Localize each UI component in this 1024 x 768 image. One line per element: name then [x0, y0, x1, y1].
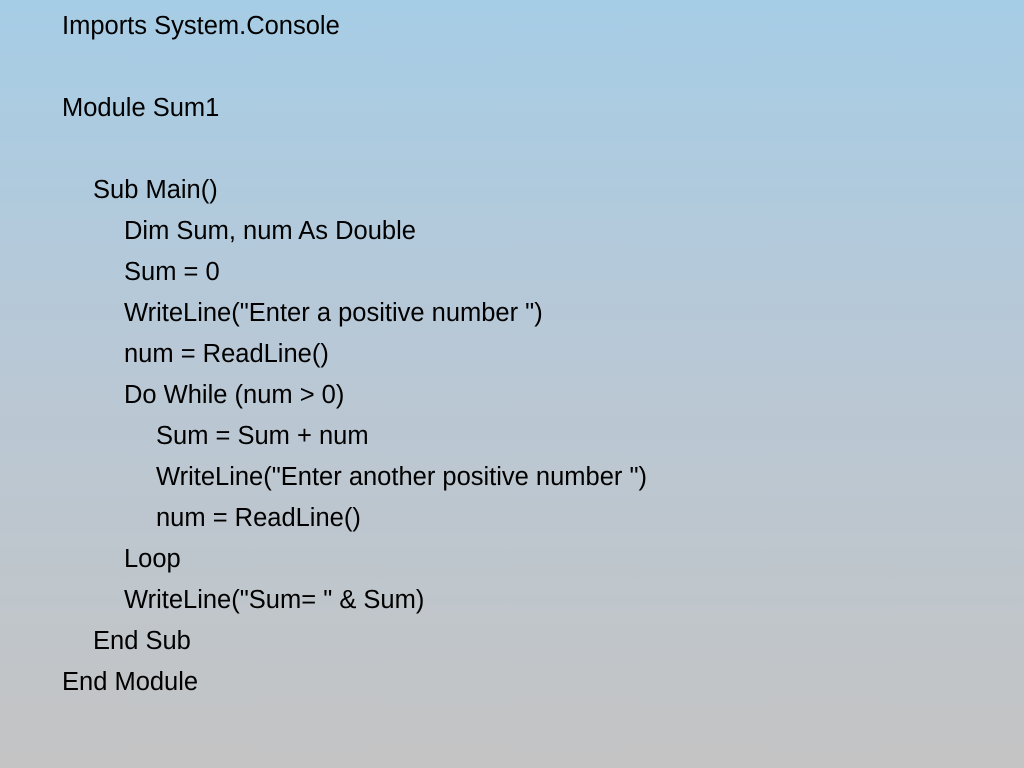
code-line-readline-loop: num = ReadLine() [156, 504, 361, 532]
code-line-sum-add: Sum = Sum + num [156, 422, 369, 450]
code-line-sub-main: Sub Main() [93, 176, 218, 204]
code-line-blank [62, 47, 647, 88]
code-line-imports: Imports System.Console [62, 12, 340, 40]
code-line-readline: num = ReadLine() [124, 340, 329, 368]
code-listing: Imports System.Console Module Sum1 Sub M… [62, 6, 647, 703]
code-line-writeline-prompt: WriteLine("Enter a positive number ") [124, 299, 543, 327]
code-line-writeline-another: WriteLine("Enter another positive number… [156, 463, 648, 491]
code-line-writeline-sum: WriteLine("Sum= " & Sum) [124, 586, 425, 614]
code-line-do-while: Do While (num > 0) [124, 381, 345, 409]
code-line-end-sub: End Sub [93, 627, 191, 655]
code-line-blank [62, 129, 647, 170]
code-line-end-module: End Module [62, 668, 199, 696]
code-line-loop: Loop [124, 545, 181, 573]
code-line-sum-init: Sum = 0 [124, 258, 220, 286]
code-line-module: Module Sum1 [62, 94, 220, 122]
code-line-dim: Dim Sum, num As Double [124, 217, 416, 245]
